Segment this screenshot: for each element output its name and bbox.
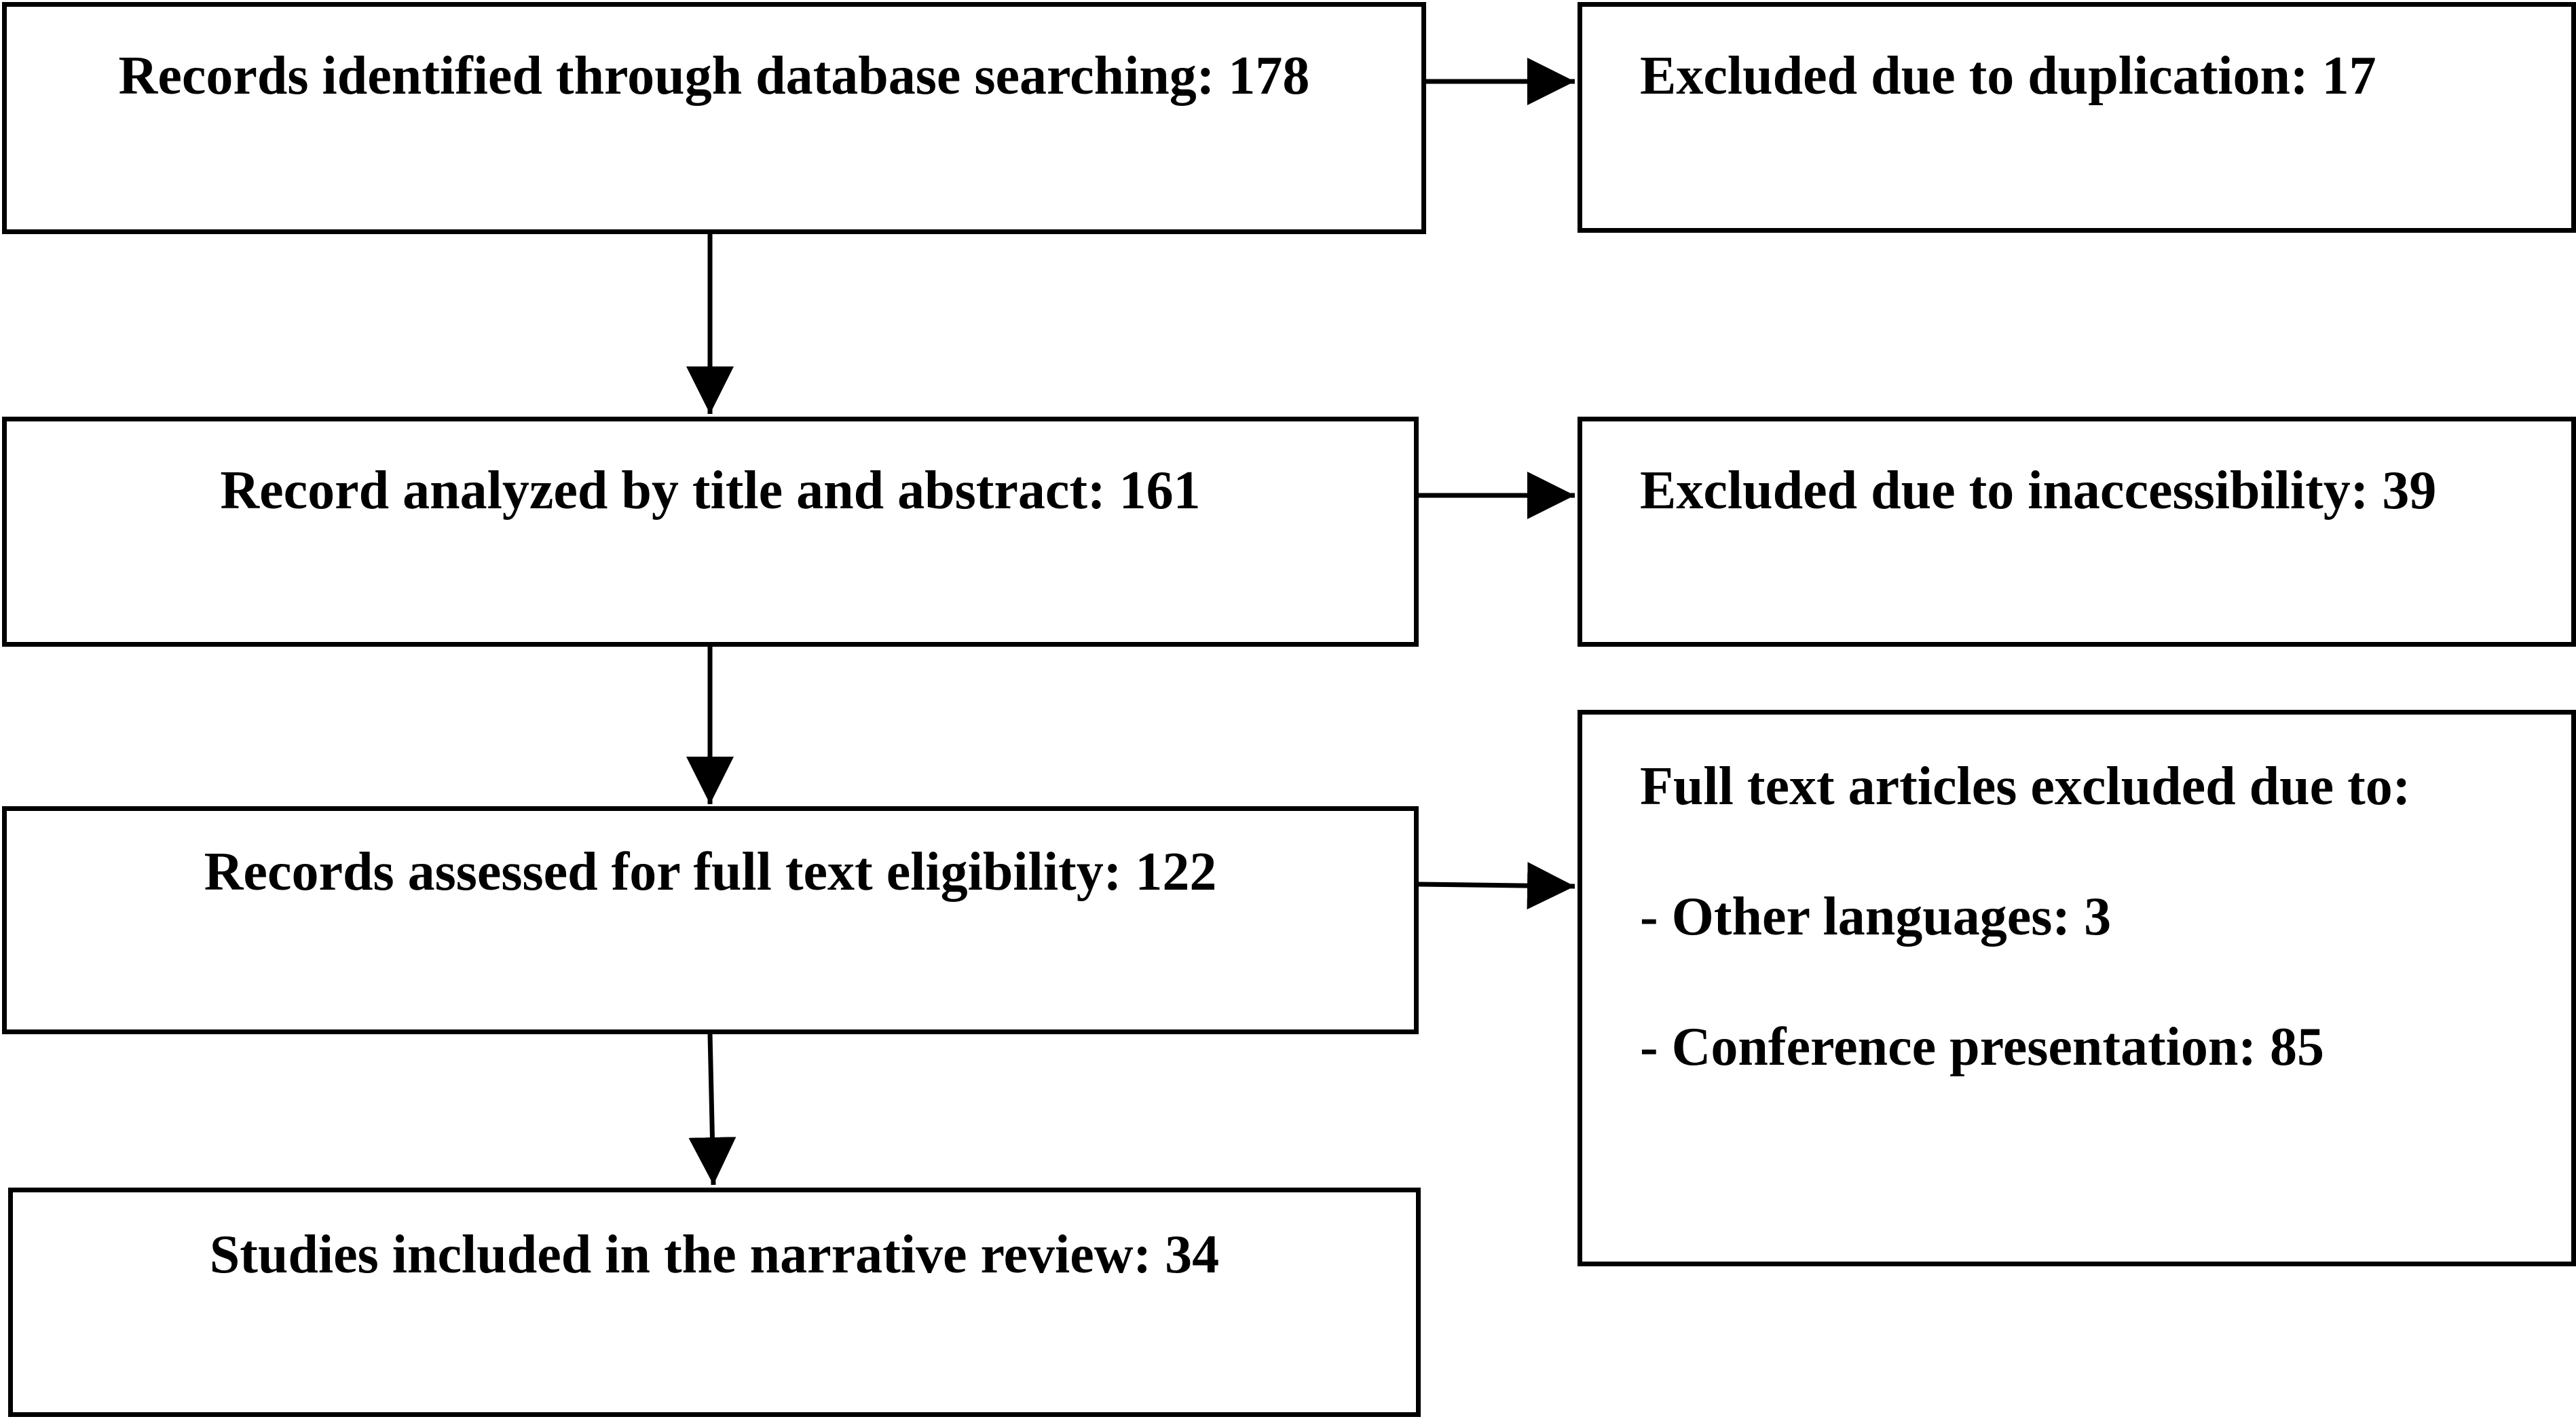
fulltext-exclusion-heading: Full text articles excluded due to: [1640,757,2411,816]
inaccessibility-box: Excluded due to inaccessibility: 39 [1578,417,2576,647]
fulltext-exclusion-box: Full text articles excluded due to: - Ot… [1578,710,2576,1266]
arrow-eligibility-to-fulltext [1418,862,1575,910]
inaccessibility-label: Excluded due to inaccessibility: 39 [1640,461,2437,521]
identified-label: Records identified through database sear… [118,46,1310,106]
duplication-label: Excluded due to duplication: 17 [1640,46,2376,106]
screened-label: Record analyzed by title and abstract: 1… [220,461,1201,521]
included-box: Studies included in the narrative review… [8,1188,1421,1417]
eligibility-box: Records assessed for full text eligibili… [2,806,1419,1034]
included-label: Studies included in the narrative review… [209,1225,1220,1285]
arrow-eligibility-to-included [688,1034,736,1186]
duplication-box: Excluded due to duplication: 17 [1578,2,2576,233]
eligibility-label: Records assessed for full text eligibili… [204,842,1217,902]
identified-box: Records identified through database sear… [2,2,1426,234]
fulltext-exclusion-item: - Conference presentation: 85 [1640,1017,2324,1077]
screened-box: Record analyzed by title and abstract: 1… [2,417,1419,647]
fulltext-exclusion-item: - Other languages: 3 [1640,887,2112,947]
